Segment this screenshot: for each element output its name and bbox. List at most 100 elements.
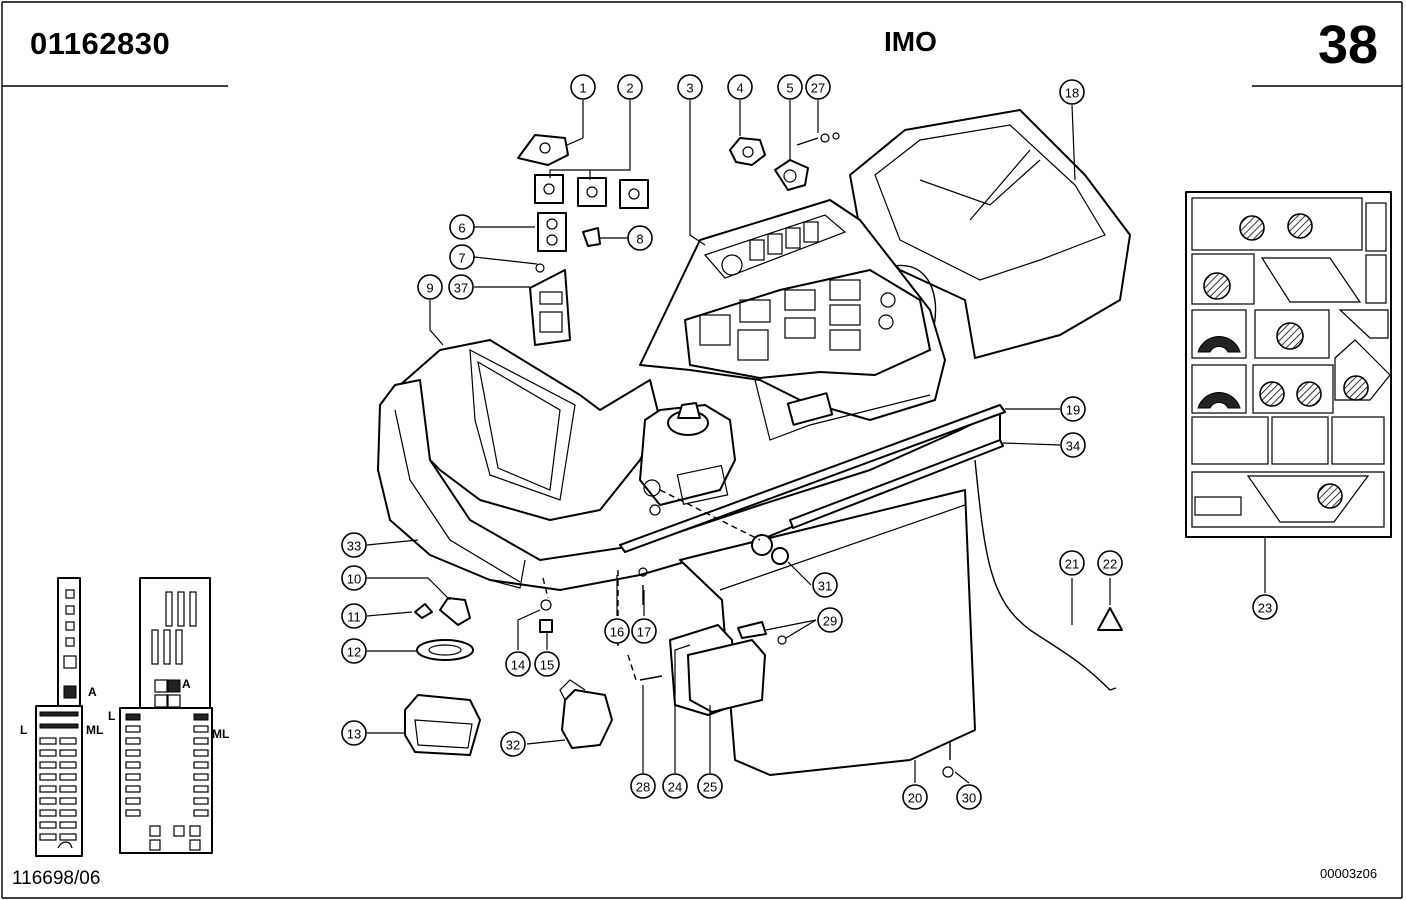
callout-1: 1 [570, 74, 596, 100]
callout-label: 23 [1258, 601, 1272, 616]
callout-label: 31 [818, 579, 832, 594]
drawing-reference: 00003z06 [1320, 866, 1378, 881]
callout-label: 21 [1065, 557, 1079, 572]
callout-label: 2 [626, 81, 633, 96]
callout-label: 7 [458, 251, 465, 266]
callout-33: 33 [341, 532, 367, 558]
callout-circle [1097, 550, 1123, 576]
callout-label: 34 [1066, 439, 1080, 454]
callout-circle [1060, 396, 1086, 422]
callout-28: 28 [630, 773, 656, 799]
callout-14: 14 [505, 651, 531, 677]
callout-16: 16 [604, 618, 630, 644]
callout-6: 6 [449, 214, 475, 240]
callout-circle [662, 773, 688, 799]
fuse-row-left [39, 711, 79, 841]
callout-circle [805, 74, 831, 100]
callout-label: 24 [668, 780, 682, 795]
callout-32: 32 [500, 731, 526, 757]
callout-5: 5 [777, 74, 803, 100]
callout-4: 4 [727, 74, 753, 100]
callout-label: 33 [347, 539, 361, 554]
callout-circle [697, 773, 723, 799]
callout-30: 30 [956, 784, 982, 810]
callout-label: 17 [637, 625, 651, 640]
document-reference: 116698/06 [12, 868, 101, 889]
callout-circle [1060, 432, 1086, 458]
callout-label: 16 [610, 625, 624, 640]
control-decal [1185, 191, 1392, 538]
callout-label: 27 [811, 81, 825, 96]
small-components [404, 132, 1123, 778]
callout-7: 7 [449, 244, 475, 270]
callout-3: 3 [677, 74, 703, 100]
switch-row [749, 221, 819, 261]
callout-label: 37 [454, 281, 468, 296]
callout-22: 22 [1097, 550, 1123, 576]
callout-circle [627, 225, 653, 251]
callout-label: 22 [1103, 557, 1117, 572]
callout-23: 23 [1252, 594, 1278, 620]
callout-37: 37 [448, 274, 474, 300]
callout-31: 31 [812, 572, 838, 598]
callout-18: 18 [1059, 79, 1085, 105]
callout-27: 27 [805, 74, 831, 100]
callout-label: 25 [703, 780, 717, 795]
callout-circle [956, 784, 982, 810]
callout-13: 13 [341, 720, 367, 746]
page-number: 38 [1318, 15, 1379, 75]
callout-circle [341, 532, 367, 558]
inset-label-ml-right: ML [212, 727, 229, 741]
callout-circle [341, 565, 367, 591]
callout-circle [1252, 594, 1278, 620]
callout-8: 8 [627, 225, 653, 251]
callout-label: 1 [579, 81, 586, 96]
callout-circle [448, 274, 474, 300]
callout-label: 29 [823, 614, 837, 629]
callout-circle [727, 74, 753, 100]
inset-label-l-left: L [20, 723, 27, 737]
callout-label: 28 [636, 780, 650, 795]
callout-circle [777, 74, 803, 100]
callout-17: 17 [631, 618, 657, 644]
part-number: 01162830 [30, 26, 171, 61]
callout-9: 9 [417, 274, 443, 300]
callout-12: 12 [341, 638, 367, 664]
fuse-row-right [125, 713, 209, 851]
callout-circle [500, 731, 526, 757]
inset-label-a-right: A [182, 677, 191, 691]
callout-circle [449, 244, 475, 270]
callout-circle [570, 74, 596, 100]
leader-lines [366, 100, 1266, 784]
callout-circle [817, 607, 843, 633]
callout-circle [505, 651, 531, 677]
callout-label: 14 [511, 658, 525, 673]
inset-label-l-right: L [108, 709, 115, 723]
callout-label: 32 [506, 738, 520, 753]
callout-circle [1059, 79, 1085, 105]
callout-label: 15 [540, 658, 554, 673]
callout-21: 21 [1059, 550, 1085, 576]
callout-circle [812, 572, 838, 598]
callout-circle [341, 603, 367, 629]
callout-label: 12 [347, 645, 361, 660]
callout-34: 34 [1060, 432, 1086, 458]
callout-label: 11 [347, 610, 361, 625]
callout-label: 4 [736, 81, 743, 96]
callout-2: 2 [617, 74, 643, 100]
callout-label: 6 [458, 221, 465, 236]
callout-label: 10 [347, 572, 361, 587]
callout-label: 20 [908, 791, 922, 806]
callout-11: 11 [341, 603, 367, 629]
callout-20: 20 [902, 784, 928, 810]
callout-label: 3 [686, 81, 693, 96]
callout-circle [604, 618, 630, 644]
callout-15: 15 [534, 651, 560, 677]
callout-circle [417, 274, 443, 300]
callout-label: 9 [426, 281, 433, 296]
callout-circle [534, 651, 560, 677]
callout-circle [617, 74, 643, 100]
